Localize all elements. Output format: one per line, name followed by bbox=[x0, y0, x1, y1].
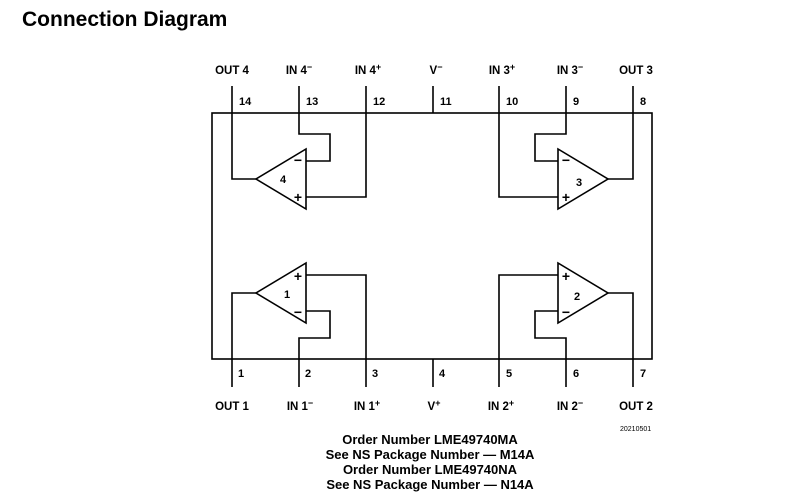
amplifier-3-symbol bbox=[557, 147, 610, 211]
amplifier-1-number: 1 bbox=[284, 289, 290, 301]
pin-11-number: 11 bbox=[440, 96, 452, 108]
amp1-noninverting-sign: + bbox=[294, 268, 302, 284]
pin-12-label: IN 4+ bbox=[355, 62, 381, 77]
figure-id: 20210501 bbox=[620, 426, 652, 433]
ic-package-outline bbox=[211, 112, 653, 360]
package-number-m14a: See NS Package Number — M14A bbox=[325, 447, 535, 462]
diagram-wiring bbox=[211, 86, 653, 387]
pin-8-label: OUT 3 bbox=[619, 65, 653, 77]
pin-13-number: 13 bbox=[306, 96, 318, 108]
pin-3-number: 3 bbox=[372, 368, 378, 380]
amp1-inverting-sign: − bbox=[294, 304, 302, 320]
pin-6-label: IN 2− bbox=[557, 398, 583, 413]
pin-1-label: OUT 1 bbox=[215, 401, 249, 413]
pin-9-number: 9 bbox=[573, 96, 579, 108]
amp2-noninverting-sign: + bbox=[562, 268, 570, 284]
pin-1-number: 1 bbox=[238, 368, 244, 380]
pin-3-label: IN 1+ bbox=[354, 398, 380, 413]
pin-14-label: OUT 4 bbox=[215, 65, 249, 77]
order-number-ma: Order Number LME49740MA bbox=[342, 432, 518, 447]
amp2-inverting-sign: − bbox=[562, 304, 570, 320]
pin-11-label: V− bbox=[430, 62, 443, 77]
amplifier-1-symbol bbox=[254, 261, 307, 325]
pin-6-number: 6 bbox=[573, 368, 579, 380]
pin-9-label: IN 3− bbox=[557, 62, 583, 77]
pin-13-label: IN 4− bbox=[286, 62, 312, 77]
pin-12-number: 12 bbox=[373, 96, 385, 108]
page-title: Connection Diagram bbox=[22, 8, 228, 31]
order-number-na: Order Number LME49740NA bbox=[342, 462, 518, 477]
pin-2-label: IN 1− bbox=[287, 398, 313, 413]
pin-4-label: V+ bbox=[428, 398, 441, 413]
pin-10-number: 10 bbox=[506, 96, 518, 108]
amplifier-2-symbol bbox=[557, 261, 610, 325]
amplifier-3-number: 3 bbox=[576, 177, 582, 189]
amplifier-4-symbol bbox=[254, 147, 307, 211]
amp3-inverting-sign: − bbox=[562, 152, 570, 168]
pin-14-number: 14 bbox=[239, 96, 252, 108]
pin-10-label: IN 3+ bbox=[489, 62, 515, 77]
package-number-n14a: See NS Package Number — N14A bbox=[326, 477, 534, 492]
amplifier-2-number: 2 bbox=[574, 291, 580, 303]
amp3-noninverting-sign: + bbox=[562, 189, 570, 205]
order-info: Order Number LME49740MA See NS Package N… bbox=[260, 432, 600, 492]
amp4-inverting-sign: − bbox=[294, 152, 302, 168]
pin-4-number: 4 bbox=[439, 368, 446, 380]
pin-5-label: IN 2+ bbox=[488, 398, 514, 413]
pin-7-number: 7 bbox=[640, 368, 646, 380]
pin-2-number: 2 bbox=[305, 368, 311, 380]
pin-7-label: OUT 2 bbox=[619, 401, 653, 413]
pin-5-number: 5 bbox=[506, 368, 512, 380]
amp4-noninverting-sign: + bbox=[294, 189, 302, 205]
pin-8-number: 8 bbox=[640, 96, 646, 108]
amplifier-4-number: 4 bbox=[280, 174, 287, 186]
